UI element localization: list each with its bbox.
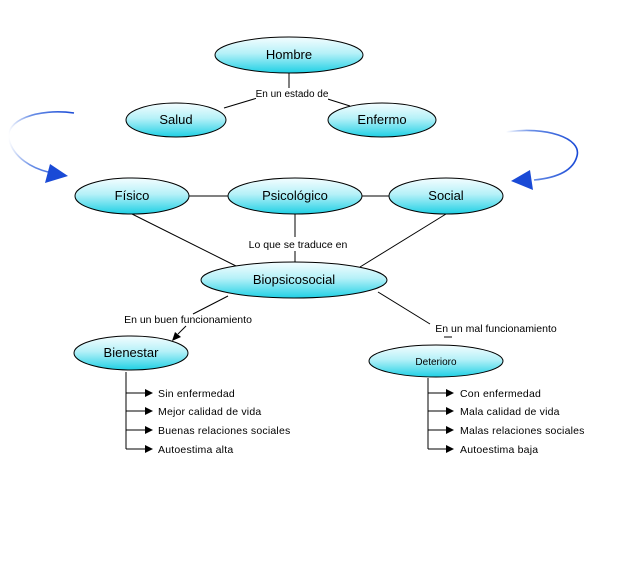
deterioro-item: Autoestima baja xyxy=(460,444,538,456)
line-bio-mal xyxy=(377,291,431,325)
edge-label-buen-text: En un buen funcionamiento xyxy=(124,314,252,326)
edge-label-buen: En un buen funcionamiento xyxy=(124,314,252,326)
line-fisico-bio xyxy=(131,213,239,268)
edge-label-mal-text: En un mal funcionamiento xyxy=(435,323,557,335)
deterioro-item: Con enfermedad xyxy=(460,388,541,400)
bienestar-list-arrows xyxy=(126,389,153,453)
bienestar-item: Autoestima alta xyxy=(158,444,233,456)
node-enfermo: Enfermo xyxy=(327,102,437,138)
node-psicologico: Psicológico xyxy=(227,177,363,215)
right-curved-arrow-icon xyxy=(505,129,579,190)
node-biopsicosocial-label: Biopsicosocial xyxy=(253,272,335,287)
bienestar-item: Buenas relaciones sociales xyxy=(158,425,290,437)
node-biopsicosocial: Biopsicosocial xyxy=(200,261,388,299)
edge-label-mal: En un mal funcionamiento xyxy=(435,323,557,335)
edge-label-estado: En un estado de xyxy=(256,88,329,100)
node-salud-label: Salud xyxy=(159,112,192,127)
node-deterioro: Deterioro xyxy=(368,344,504,378)
node-hombre-label: Hombre xyxy=(266,47,312,62)
edge-label-traduce: Lo que se traduce en xyxy=(249,239,348,251)
edge-label-estado-text: En un estado de xyxy=(256,89,329,100)
node-social-label: Social xyxy=(428,188,464,203)
left-curved-arrow-icon xyxy=(7,111,75,183)
node-hombre: Hombre xyxy=(214,36,364,74)
line-social-bio xyxy=(359,213,447,268)
bienestar-list: Sin enfermedad Mejor calidad de vida Bue… xyxy=(158,388,290,456)
deterioro-list: Con enfermedad Mala calidad de vida Mala… xyxy=(460,388,585,456)
node-psicologico-label: Psicológico xyxy=(262,188,328,203)
node-deterioro-label: Deterioro xyxy=(415,357,457,368)
deterioro-item: Malas relaciones sociales xyxy=(460,425,585,437)
deterioro-list-arrows xyxy=(428,389,454,453)
node-social: Social xyxy=(388,177,504,215)
buen-arrow xyxy=(172,325,187,341)
deterioro-item: Mala calidad de vida xyxy=(460,406,560,418)
node-bienestar-label: Bienestar xyxy=(104,345,160,360)
node-bienestar: Bienestar xyxy=(73,335,189,371)
line-bio-buen xyxy=(192,295,229,315)
node-fisico: Físico xyxy=(74,177,190,215)
bienestar-item: Sin enfermedad xyxy=(158,388,235,400)
edge-label-traduce-text: Lo que se traduce en xyxy=(249,239,348,251)
node-enfermo-label: Enfermo xyxy=(357,112,406,127)
bienestar-item: Mejor calidad de vida xyxy=(158,406,261,418)
node-fisico-label: Físico xyxy=(115,188,150,203)
node-salud: Salud xyxy=(125,102,227,138)
